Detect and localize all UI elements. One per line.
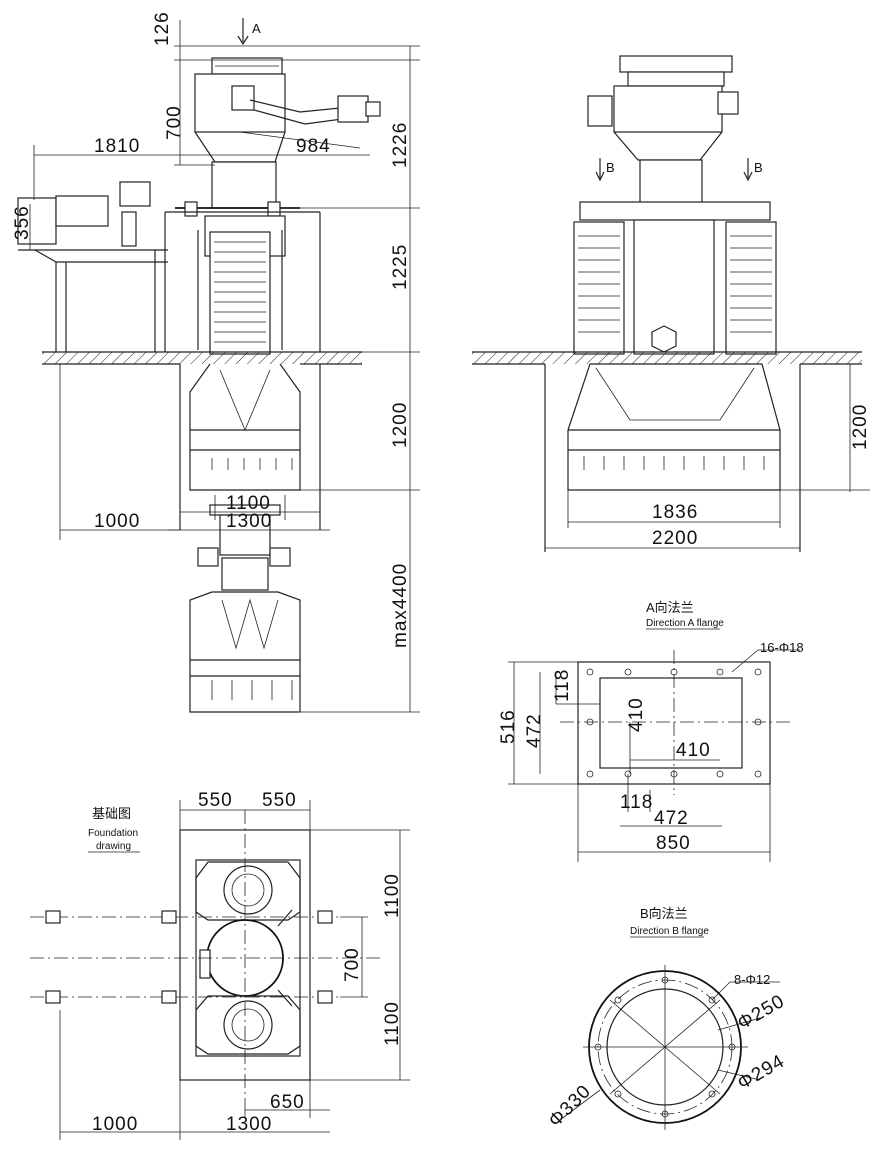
dim-700: 700 [164,105,185,140]
side-view: B B [472,55,871,552]
flange-a-dimension-lines [508,661,771,862]
anchor-bolts [45,910,333,1004]
side-dim-2200: 2200 [652,528,698,549]
flange-a-title-cn: A向法兰 [646,600,694,615]
side-lower-hopper [567,363,781,491]
side-left-bellows [573,221,625,355]
dim-1200: 1200 [390,402,411,448]
dim-1000: 1000 [94,511,140,532]
arrow-b-left-label: B [606,160,615,175]
side-dim-1200: 1200 [850,404,871,450]
dim-1300: 1300 [226,511,272,532]
foundation-dim-1300: 1300 [226,1114,272,1135]
arrow-b-right-label: B [754,160,763,175]
flange-a-hole-note: 16-Φ18 [760,640,804,655]
flange-b-dim-250: Φ250 [734,991,789,1035]
side-center-nut [651,325,677,353]
lower-extension [189,591,301,713]
flange-b-hole-note: 8-Φ12 [734,972,770,987]
arrow-b-left-icon [595,171,605,182]
foundation-dim-1100b: 1100 [382,1001,403,1046]
drive-motor [55,195,109,227]
dim-max4400: max4400 [390,563,411,648]
flange-b-title-en: Direction B flange [630,926,709,937]
flange-a-dim-472h: 472 [654,808,689,829]
foundation-dim-700: 700 [342,947,363,982]
side-right-bellows [725,221,777,355]
front-dimension-lines [29,20,420,713]
foundation-dimension-lines [59,800,410,1140]
lower-hopper [189,363,301,491]
valve-actuator [231,85,255,111]
foundation-dim-1100a: 1100 [382,873,403,918]
flange-b-view: B向法兰 Direction B flange 8-Φ12 Φ250 Φ294 … [545,906,789,1132]
flange-a-dim-118v: 118 [552,669,573,702]
flange-a-dim-118h: 118 [620,792,653,813]
dim-1225: 1225 [390,244,411,290]
dim-984: 984 [296,136,331,157]
side-dimension-lines [545,364,870,549]
dim-1100: 1100 [226,493,271,514]
foundation-dim-550b: 550 [262,790,297,811]
arrow-a-head-icon [237,35,249,46]
flange-b-dim-294: Φ294 [734,1051,789,1095]
arrow-a-label: A [252,21,261,36]
side-valve-motor [587,95,613,127]
side-top-flange [619,55,733,73]
dim-1810: 1810 [94,136,140,157]
foundation-view: 基础图 Foundation drawing [30,790,410,1140]
flange-a-dim-516: 516 [498,709,519,744]
dim-126: 126 [152,11,173,46]
side-upper-hopper [613,85,723,133]
screen-stack [209,231,271,355]
dim-1226: 1226 [390,122,411,168]
side-crossbar [579,201,771,221]
flange-a-dim-410h: 410 [676,740,711,761]
foundation-title-en-1: Foundation [88,828,138,839]
foundation-dim-1000: 1000 [92,1114,138,1135]
flange-a-title-en: Direction A flange [646,618,724,629]
foundation-title-en-2: drawing [96,841,131,852]
ground-hatch [42,352,362,364]
side-dim-1836: 1836 [652,502,698,523]
dim-356: 356 [12,205,33,240]
flange-a-dim-410v: 410 [626,697,647,732]
flange-b-dim-330: Φ330 [545,1081,596,1132]
side-ground-hatch [472,352,862,364]
drive-gearbox [17,197,57,245]
foundation-title-cn: 基础图 [92,806,131,821]
flange-a-dim-850: 850 [656,833,691,854]
side-center-column [633,219,715,355]
foundation-dim-650: 650 [270,1092,305,1113]
foundation-dim-550a: 550 [198,790,233,811]
front-view: A [12,11,420,713]
flange-a-view: A向法兰 Direction A flange 16-Φ18 [498,600,804,862]
upper-pocket-circle [223,865,273,915]
flange-b-title-cn: B向法兰 [640,906,688,921]
arrow-b-right-icon [743,171,753,182]
lower-pocket-circle [223,1000,273,1050]
flange-a-dim-472v: 472 [524,713,545,748]
column-upper [211,161,277,209]
valve-motor [337,95,369,123]
